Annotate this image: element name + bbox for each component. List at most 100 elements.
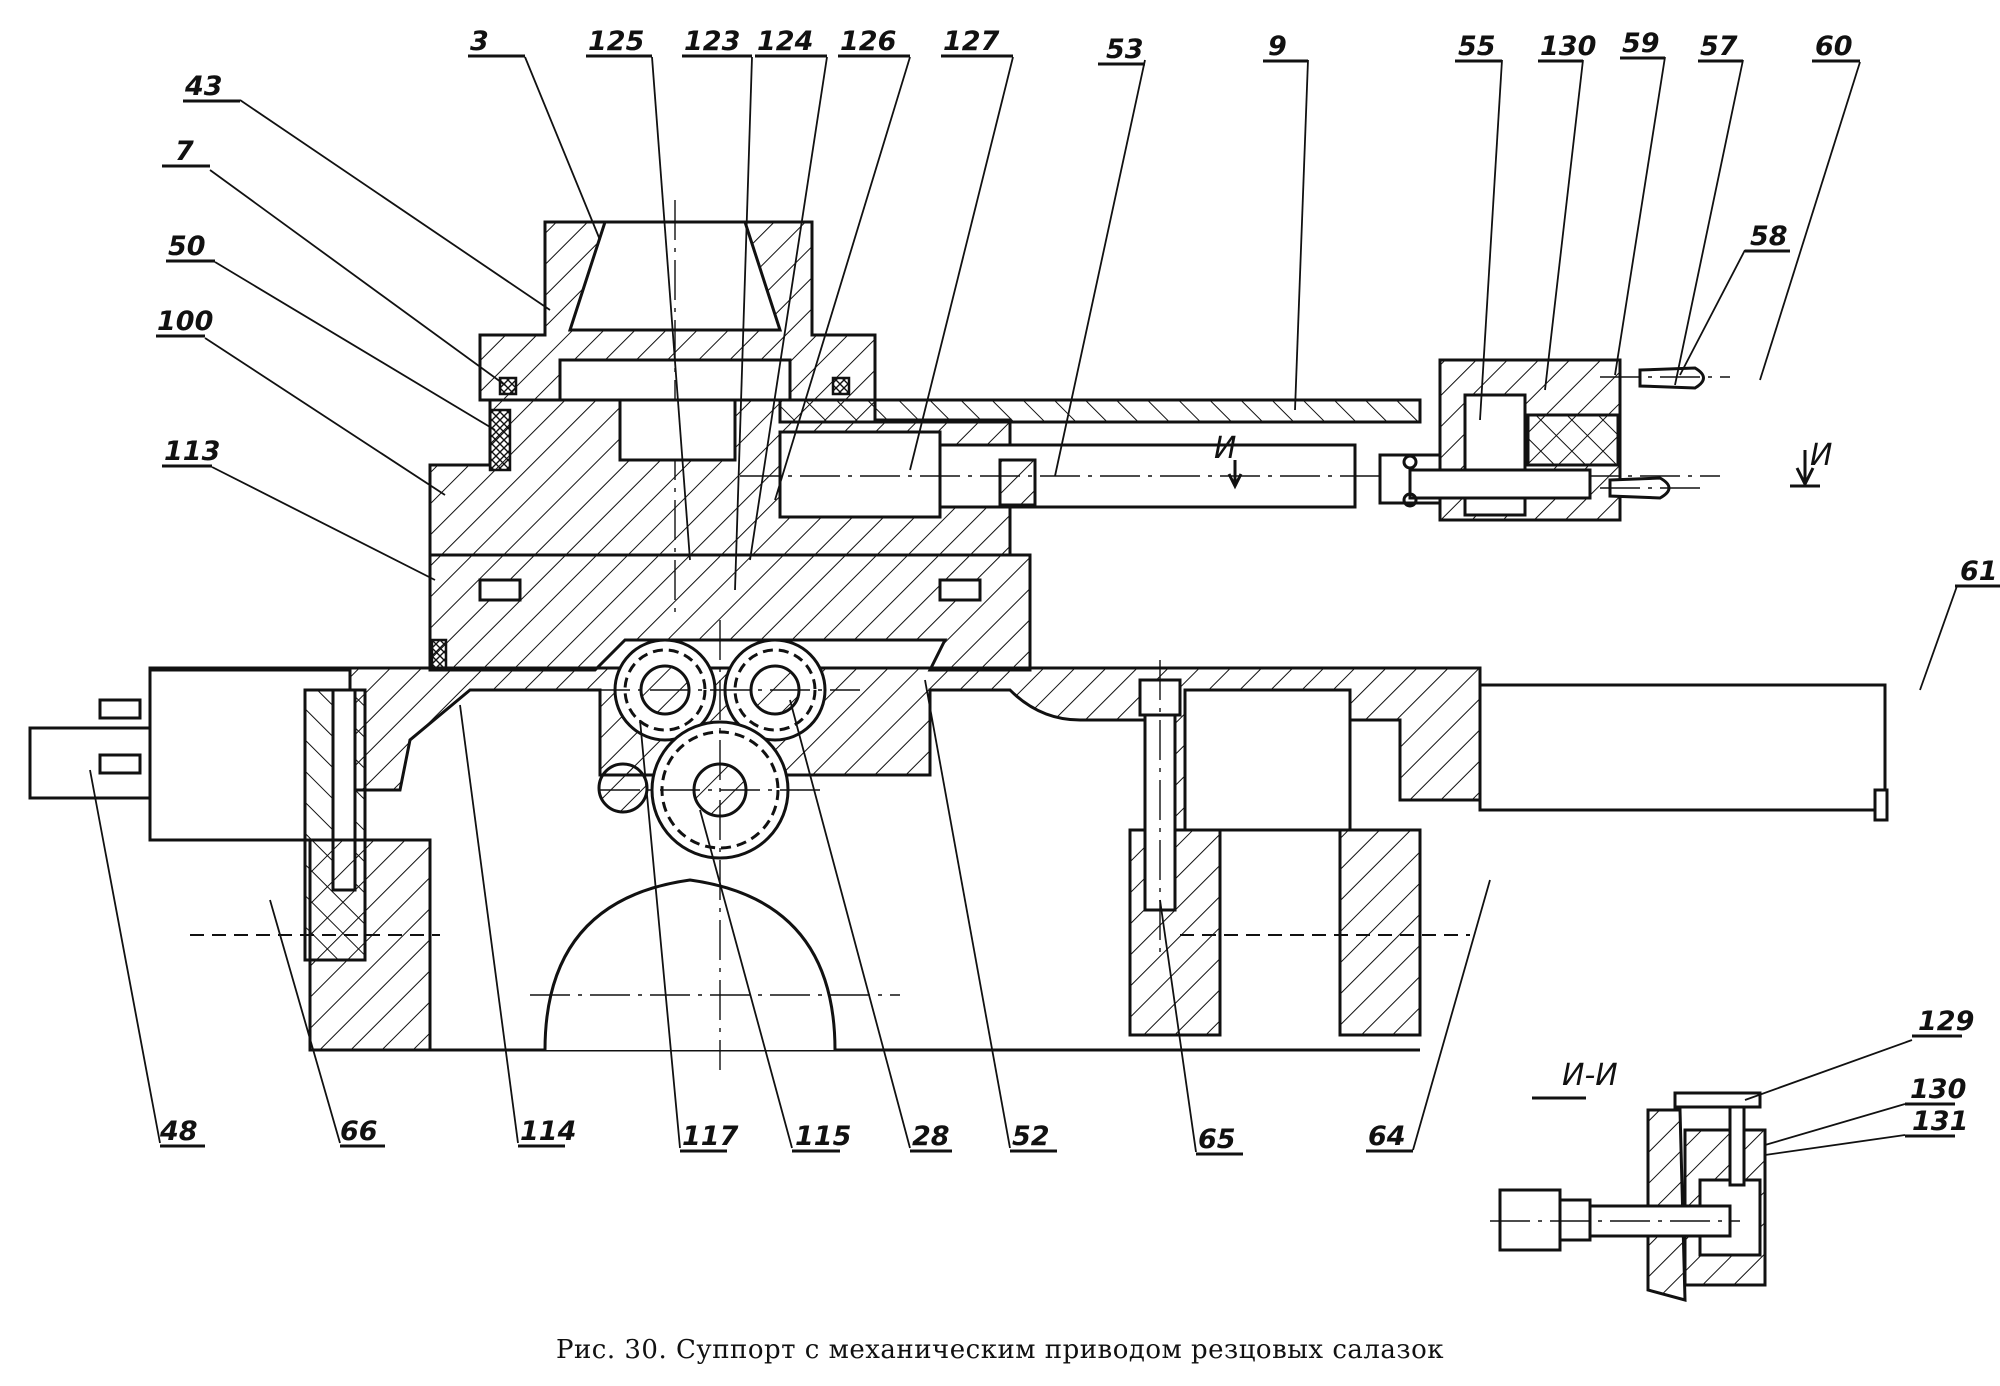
callout-number: 129: [1918, 1006, 1974, 1037]
callout-number: 66: [340, 1116, 378, 1147]
callout-leader: [1479, 59, 1503, 421]
callout-number: 125: [588, 26, 644, 57]
callout-leader: [1159, 899, 1197, 1153]
callout-leader: [209, 169, 506, 386]
callout-117: 117: [639, 719, 739, 1153]
callout-leader: [269, 899, 341, 1144]
drum-segment: [543, 878, 837, 1051]
section-handle-129: [1673, 1091, 1762, 1109]
screw-head-2: [98, 753, 142, 775]
clamp-screw-left: [478, 578, 522, 602]
callout-number: 126: [840, 26, 896, 57]
section-marker-right: И: [1790, 438, 1832, 488]
callout-leader: [459, 704, 519, 1144]
callout-leader: [789, 699, 911, 1149]
callout-number: 57: [1700, 31, 1738, 62]
callout-50: 50: [166, 231, 496, 431]
callout-125: 125: [586, 26, 691, 561]
callout-number: 117: [682, 1121, 739, 1152]
callout-number: 127: [943, 26, 1000, 57]
wiper-seal: [430, 638, 448, 672]
clamp-screw-right: [938, 578, 982, 602]
callout-number: 113: [164, 436, 220, 467]
section-marker-right-label: И: [1810, 438, 1832, 473]
callout-number: 48: [159, 1116, 198, 1147]
callout-leader: [1679, 249, 1746, 376]
callout-leader: [1674, 59, 1744, 386]
rail-61: [1478, 683, 1887, 812]
callout-leader: [1759, 61, 1861, 381]
seal-7b: [831, 376, 851, 396]
callout-124: 124: [749, 26, 828, 561]
callout-number: 60: [1815, 31, 1853, 62]
callout-number: 61: [1960, 556, 1998, 587]
callout-number: 28: [912, 1121, 950, 1152]
callout-leader: [524, 56, 601, 241]
callout-60: 60: [1759, 31, 1861, 381]
callout-leader: [774, 56, 911, 501]
callout-28: 28: [789, 699, 952, 1153]
callout-number: 65: [1198, 1124, 1236, 1155]
callout-leader: [1744, 1039, 1913, 1101]
callout-66: 66: [269, 899, 385, 1148]
section-title: И-И: [1562, 1058, 1618, 1093]
callout-leader: [1764, 1103, 1906, 1146]
callout-123: 123: [682, 26, 753, 591]
callout-number: 3: [470, 26, 489, 57]
handle-58: [1638, 366, 1705, 390]
callout-number: 58: [1750, 221, 1788, 252]
callout-leader: [211, 466, 436, 581]
callout-number: 7: [175, 136, 194, 167]
idler-pin: [597, 762, 649, 814]
section-marker-main: И: [1214, 431, 1243, 490]
cross-slide-113: [428, 553, 1032, 672]
callout-59: 59: [1614, 28, 1666, 376]
clutch-housing: [1378, 358, 1730, 522]
callout-leader: [204, 337, 446, 496]
section-marker-main-label: И: [1214, 431, 1236, 466]
saddle-pocket: [1183, 688, 1352, 832]
callout-number: 55: [1458, 31, 1496, 62]
callout-53: 53: [1054, 34, 1146, 477]
callout-100: 100: [156, 306, 446, 496]
screw-nut: [778, 430, 942, 519]
callout-leader: [1614, 56, 1666, 376]
callout-43: 43: [183, 71, 551, 311]
callout-3: 3: [468, 26, 601, 241]
callout-leader: [734, 56, 753, 591]
callout-number: 9: [1268, 31, 1287, 62]
callout-61: 61: [1919, 556, 2000, 691]
callout-leader: [239, 99, 551, 311]
callout-number: 64: [1368, 1121, 1406, 1152]
seal-7: [498, 376, 518, 396]
callout-number: 53: [1106, 34, 1144, 65]
callout-leader: [924, 679, 1011, 1149]
callout-114: 114: [459, 704, 576, 1148]
callout-52: 52: [924, 679, 1057, 1153]
callout-number: 59: [1622, 28, 1660, 59]
callout-130: 130: [1538, 31, 1596, 391]
callout-number: 115: [795, 1121, 851, 1152]
rail-stop: [1873, 788, 1889, 822]
callout-leader: [89, 769, 161, 1144]
feed-screw-assembly: [740, 398, 1720, 519]
callout-129: 129: [1744, 1006, 1974, 1101]
callout-number: 123: [684, 26, 740, 57]
collar: [998, 458, 1037, 507]
screw-head: [98, 698, 142, 720]
callout-leader: [651, 56, 691, 561]
callout-number: 50: [168, 231, 206, 262]
callout-64: 64: [1366, 879, 1491, 1153]
callout-number: 43: [184, 71, 223, 102]
callout-leader: [749, 56, 828, 561]
seal-50: [488, 408, 512, 472]
shaft-sleeve: [1526, 413, 1620, 467]
callout-58: 58: [1679, 221, 1790, 376]
callout-leader: [909, 56, 1014, 471]
callout-leader: [1544, 59, 1584, 391]
carriage: [28, 553, 1889, 1052]
callout-127: 127: [909, 26, 1014, 471]
callout-48: 48: [89, 769, 205, 1148]
